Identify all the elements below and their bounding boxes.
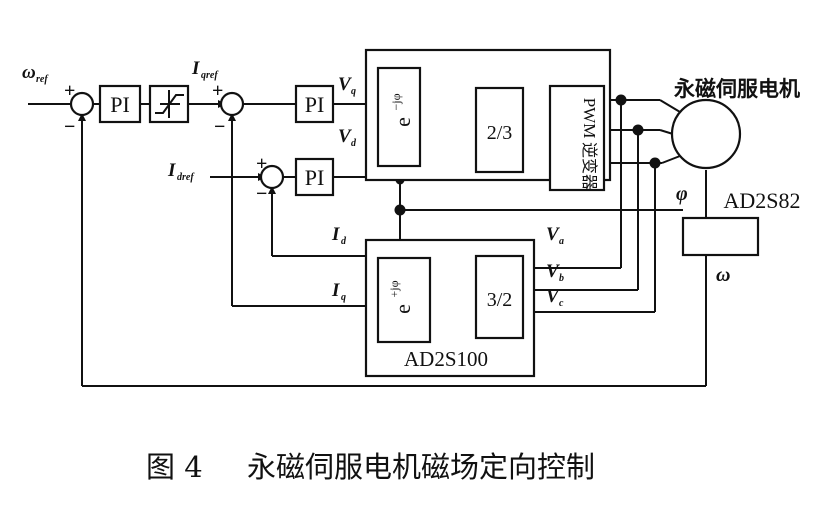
svg-text:V: V — [546, 224, 560, 245]
pi-block-d-label: PI — [305, 165, 325, 190]
svg-text:d: d — [341, 236, 347, 247]
svg-text:ref: ref — [36, 74, 49, 85]
resolver-label: AD2S82 — [723, 188, 800, 213]
svg-text:c: c — [559, 298, 564, 309]
pi-block-q — [294, 84, 335, 124]
park-transform-block — [376, 66, 422, 168]
sign-markers: + − + − + − — [64, 80, 267, 205]
conversion-3-2-label: 3/2 — [487, 289, 513, 311]
vc-label: V c — [546, 286, 564, 309]
svg-text:+jφ: +jφ — [387, 280, 401, 297]
svg-text:−: − — [256, 183, 267, 205]
svg-text:I: I — [331, 280, 340, 301]
svg-text:I: I — [331, 224, 340, 245]
caption-title: 永磁伺服电机磁场定向控制 — [247, 450, 595, 484]
iq-feedback-label: I q — [331, 280, 346, 303]
inverse-park-block — [376, 256, 432, 344]
svg-text:e: e — [390, 304, 415, 314]
svg-text:V: V — [338, 126, 352, 147]
svg-text:b: b — [559, 273, 564, 284]
svg-text:e: e — [390, 117, 415, 127]
pi-block-d — [294, 157, 335, 197]
svg-text:dref: dref — [177, 172, 195, 183]
va-label: V a — [546, 224, 564, 247]
pwm-inverter-block — [548, 84, 606, 192]
limiter-block — [148, 84, 190, 124]
svg-text:逆变器: 逆变器 — [580, 142, 599, 190]
svg-text:−jφ: −jφ — [389, 93, 403, 110]
svg-text:V: V — [338, 74, 352, 95]
svg-text:I: I — [191, 58, 200, 79]
svg-text:+: + — [212, 80, 223, 102]
svg-text:−: − — [64, 116, 75, 138]
iq-ref-label: I qref — [191, 58, 219, 81]
svg-text:q: q — [351, 86, 356, 97]
svg-text:−: − — [214, 116, 225, 138]
pi-block-q-label: PI — [305, 92, 325, 117]
svg-text:V: V — [546, 261, 560, 282]
vb-label: V b — [546, 261, 564, 284]
inverse-park-label: e +jφ — [387, 280, 415, 313]
caption-number: 图 4 — [146, 450, 203, 484]
ad2s100-label: AD2S100 — [404, 347, 488, 371]
conversion-2-3-label: 2/3 — [487, 122, 513, 144]
pi-block-speed — [98, 84, 142, 124]
conversion-2-3-block — [474, 86, 525, 174]
summing-junction-q — [219, 91, 245, 117]
summing-junction-speed — [69, 91, 95, 117]
vd-label: V d — [338, 126, 357, 149]
svg-text:+: + — [64, 80, 75, 102]
resolver-block — [681, 216, 760, 257]
svg-text:q: q — [341, 292, 346, 303]
svg-text:+: + — [256, 153, 267, 175]
svg-text:qref: qref — [201, 70, 219, 81]
park-transform-label: e −jφ — [389, 93, 415, 126]
conversion-3-2-block — [474, 254, 525, 340]
svg-text:PWM: PWM — [580, 98, 599, 139]
id-ref-label: I dref — [167, 160, 195, 183]
motor-circle — [670, 98, 742, 170]
omega-feedback-label: ω — [716, 264, 730, 286]
phi-label: φ — [676, 183, 688, 205]
pwm-inverter-label: PWM 逆变器 — [580, 98, 599, 190]
svg-text:I: I — [167, 160, 176, 181]
motor-label: 永磁伺服电机 — [673, 76, 800, 101]
id-feedback-label: I d — [331, 224, 347, 247]
svg-text:ω: ω — [22, 62, 36, 83]
svg-text:d: d — [351, 138, 357, 149]
omega-ref-label: ω ref — [22, 62, 49, 85]
summing-junction-d — [259, 164, 285, 190]
svg-text:a: a — [559, 236, 564, 247]
svg-text:V: V — [546, 286, 560, 307]
pi-block-speed-label: PI — [110, 92, 130, 117]
vq-label: V q — [338, 74, 356, 97]
